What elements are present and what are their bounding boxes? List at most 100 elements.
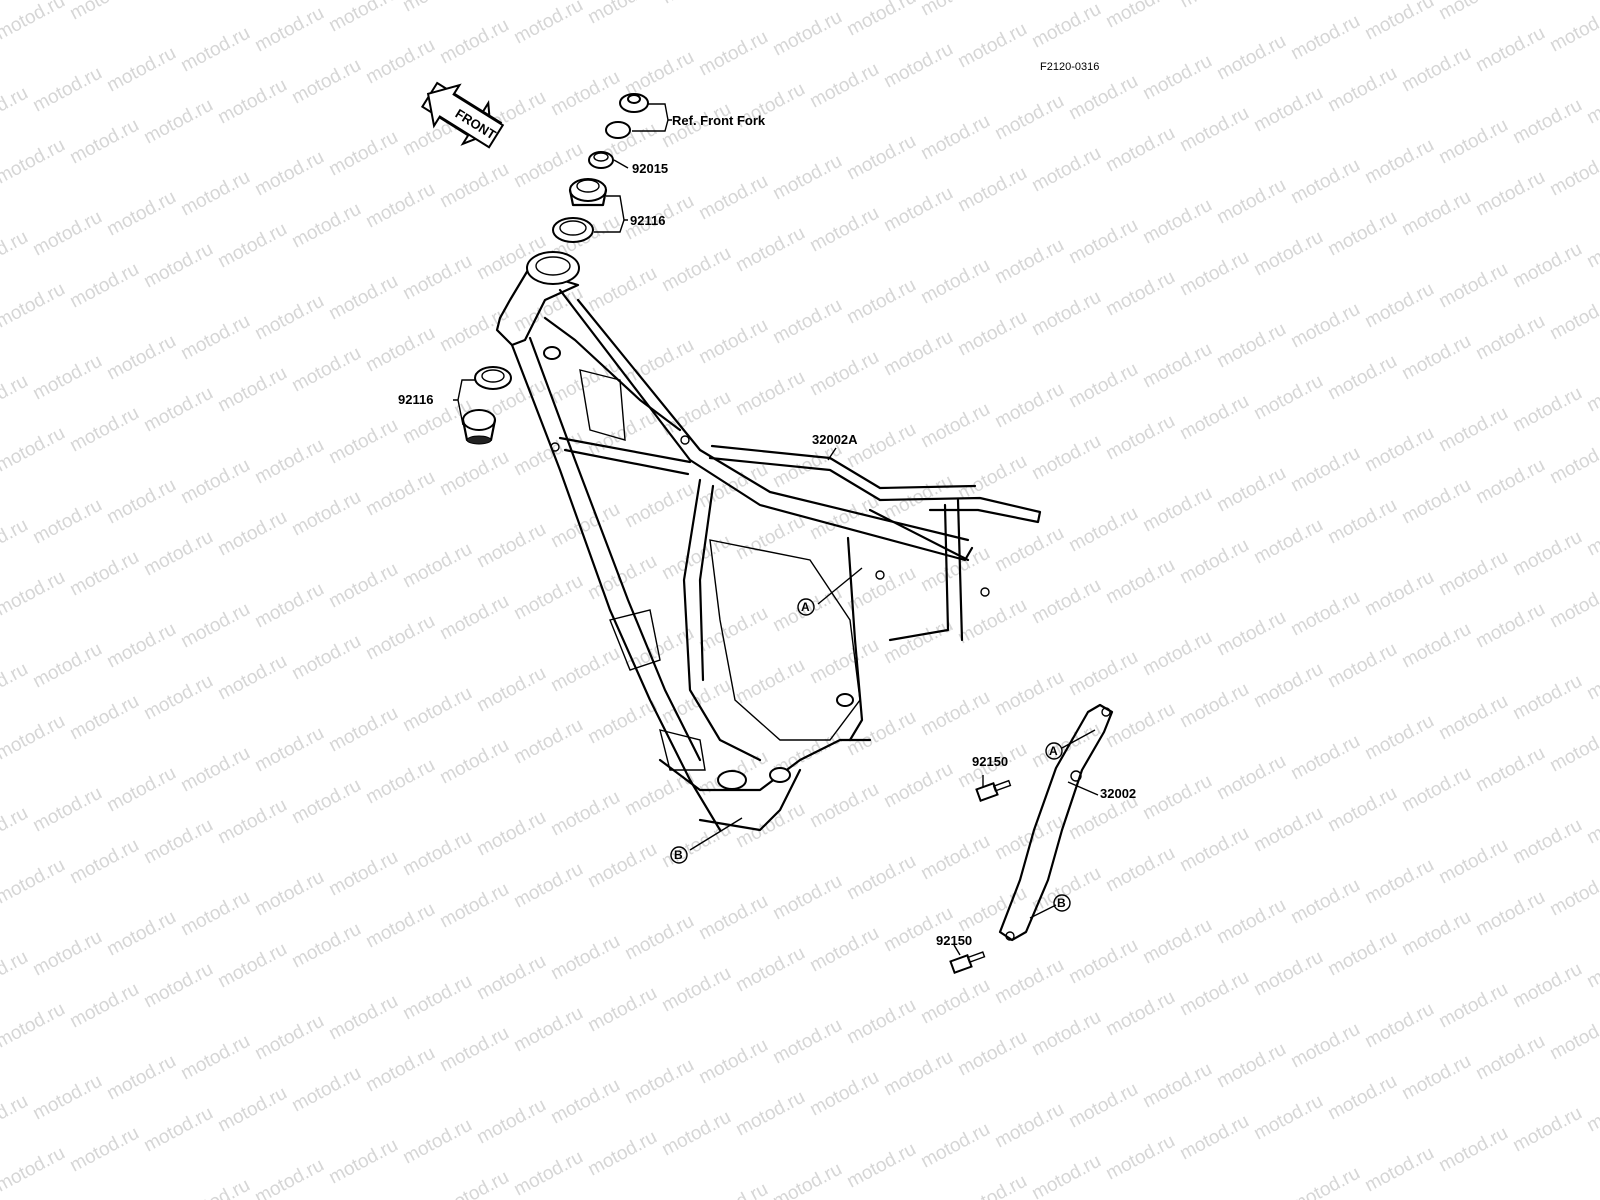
watermark-text: motod.ru — [510, 571, 586, 625]
watermark-text: motod.ru — [29, 927, 105, 981]
watermark-text: motod.ru — [510, 427, 586, 481]
watermark-text: motod.ru — [473, 951, 549, 1005]
watermark-text: motod.ru — [66, 259, 142, 313]
watermark-text: motod.ru — [399, 1115, 475, 1169]
watermark-text: motod.ru — [621, 911, 697, 965]
watermark-text: motod.ru — [29, 639, 105, 693]
watermark-text: motod.ru — [658, 963, 734, 1017]
watermark-text: motod.ru — [1546, 291, 1600, 345]
label-32002: 32002 — [1100, 786, 1136, 801]
label-92116-lower: 92116 — [398, 392, 433, 407]
watermark-text: motod.ru — [954, 1171, 1030, 1200]
watermark-text: motod.ru — [1102, 555, 1178, 609]
watermark-text: motod.ru — [510, 715, 586, 769]
watermark-text: motod.ru — [1509, 815, 1585, 869]
label-92150-lower: 92150 — [936, 933, 972, 948]
watermark-text: motod.ru — [1509, 959, 1585, 1013]
watermark-text: motod.ru — [140, 239, 216, 293]
watermark-text: motod.ru — [288, 1063, 364, 1117]
watermark-text: motod.ru — [658, 243, 734, 297]
watermark-text: motod.ru — [1324, 639, 1400, 693]
watermark-text: motod.ru — [214, 1083, 290, 1137]
watermark-text: motod.ru — [103, 187, 179, 241]
watermark-text: motod.ru — [473, 519, 549, 573]
watermark-text: motod.ru — [251, 723, 327, 777]
watermark-text: motod.ru — [621, 1055, 697, 1109]
watermark-text: motod.ru — [177, 1175, 253, 1200]
watermark-text: motod.ru — [177, 743, 253, 797]
watermark-text: motod.ru — [362, 1043, 438, 1097]
watermark-text: motod.ru — [1435, 115, 1511, 169]
watermark-text: motod.ru — [362, 179, 438, 233]
watermark-text: motod.ru — [1509, 671, 1585, 725]
watermark-text: motod.ru — [29, 1071, 105, 1125]
watermark-text: motod.ru — [991, 1099, 1067, 1153]
watermark-text: motod.ru — [1361, 135, 1437, 189]
watermark-text: motod.ru — [140, 959, 216, 1013]
watermark-text: motod.ru — [1102, 0, 1178, 32]
watermark-text: motod.ru — [1324, 63, 1400, 117]
watermark-text: motod.ru — [436, 735, 512, 789]
watermark-text: motod.ru — [1509, 527, 1585, 581]
bolt-92150-upper — [975, 779, 1012, 802]
watermark-text: motod.ru — [251, 579, 327, 633]
watermark-text: motod.ru — [991, 235, 1067, 289]
watermark-text: motod.ru — [1509, 0, 1585, 4]
watermark-text: motod.ru — [251, 435, 327, 489]
watermark-text: motod.ru — [436, 159, 512, 213]
watermark-text: motod.ru — [140, 95, 216, 149]
watermark-text: motod.ru — [621, 479, 697, 533]
watermark-text: motod.ru — [991, 523, 1067, 577]
watermark-text: motod.ru — [769, 1159, 845, 1200]
watermark-text: motod.ru — [880, 183, 956, 237]
watermark-text: motod.ru — [1250, 947, 1326, 1001]
watermark-text: motod.ru — [732, 799, 808, 853]
label-32002A: 32002A — [812, 432, 858, 447]
watermark-text: motod.ru — [436, 303, 512, 357]
watermark-text: motod.ru — [1028, 431, 1104, 485]
watermark-text: motod.ru — [1435, 691, 1511, 745]
watermark-text: motod.ru — [1139, 771, 1215, 825]
watermark-text: motod.ru — [1546, 3, 1600, 57]
watermark-text: motod.ru — [214, 75, 290, 129]
watermark-text: motod.ru — [0, 947, 32, 1001]
watermark-text: motod.ru — [1176, 823, 1252, 877]
watermark-text: motod.ru — [214, 219, 290, 273]
watermark-text: motod.ru — [917, 111, 993, 165]
watermark-text: motod.ru — [325, 127, 401, 181]
watermark-text: motod.ru — [66, 403, 142, 457]
watermark-text: motod.ru — [1102, 843, 1178, 897]
label-ref-front-fork: Ref. Front Fork — [672, 113, 766, 128]
watermark-text: motod.ru — [362, 755, 438, 809]
watermark-text: motod.ru — [1065, 215, 1141, 269]
watermark-text: motod.ru — [103, 475, 179, 529]
watermark-text: motod.ru — [362, 323, 438, 377]
watermark-text: motod.ru — [0, 279, 69, 333]
label-92015: 92015 — [632, 161, 668, 176]
watermark-text: motod.ru — [1213, 31, 1289, 85]
watermark-text: motod.ru — [399, 971, 475, 1025]
watermark-text: motod.ru — [1139, 195, 1215, 249]
watermark-text: motod.ru — [1361, 0, 1437, 44]
watermark-text: motod.ru — [1435, 979, 1511, 1033]
watermark-text: motod.ru — [732, 943, 808, 997]
watermark-text: motod.ru — [436, 591, 512, 645]
watermark-text: motod.ru — [0, 83, 32, 137]
watermark-text: motod.ru — [1583, 75, 1600, 129]
watermark-text: motod.ru — [806, 59, 882, 113]
watermark-text: motod.ru — [658, 0, 734, 8]
watermark-text: motod.ru — [1213, 319, 1289, 373]
watermark-text: motod.ru — [1583, 1083, 1600, 1137]
watermark-text: motod.ru — [325, 559, 401, 613]
watermark-text: motod.ru — [954, 19, 1030, 73]
watermark-text: motod.ru — [0, 999, 69, 1053]
watermark-text: motod.ru — [1028, 863, 1104, 917]
watermark-text: motod.ru — [991, 667, 1067, 721]
diagram-code: F2120-0316 — [1040, 61, 1099, 73]
watermark-text: motod.ru — [510, 1147, 586, 1200]
watermark-text: motod.ru — [1398, 763, 1474, 817]
watermark-text: motod.ru — [325, 703, 401, 757]
watermark-text: motod.ru — [473, 807, 549, 861]
